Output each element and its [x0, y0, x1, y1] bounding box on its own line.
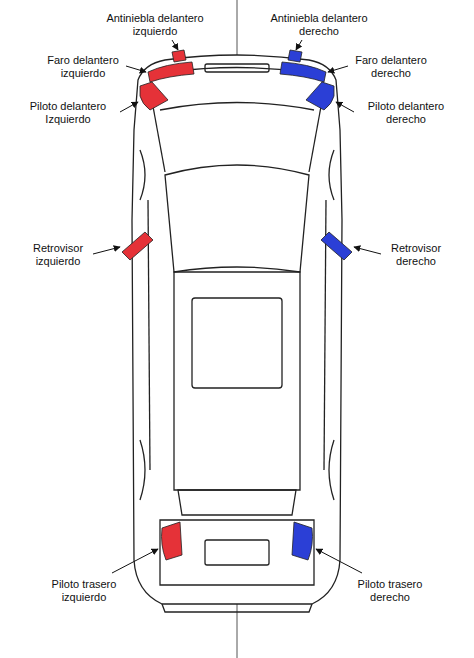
leader-arrows [93, 40, 381, 573]
part-label: Antiniebla delantero derecho [259, 12, 379, 38]
part-label: Antiniebla delantero izquierdo [95, 12, 215, 38]
part-label: Piloto trasero izquierdo [42, 578, 126, 604]
part-label: Piloto delantero Izquierdo [16, 100, 120, 126]
part-label: Retrovisor izquierdo [24, 242, 92, 268]
part-label: Retrovisor derecho [382, 242, 450, 268]
part-label: Piloto delantero derecho [354, 100, 458, 126]
lights-left [122, 50, 194, 560]
part-label: Faro delantero derecho [346, 54, 436, 80]
part-label: Piloto trasero derecho [348, 578, 432, 604]
car-outline [132, 55, 342, 612]
lights-right [280, 50, 352, 560]
part-label: Faro delantero izquierdo [38, 54, 128, 80]
